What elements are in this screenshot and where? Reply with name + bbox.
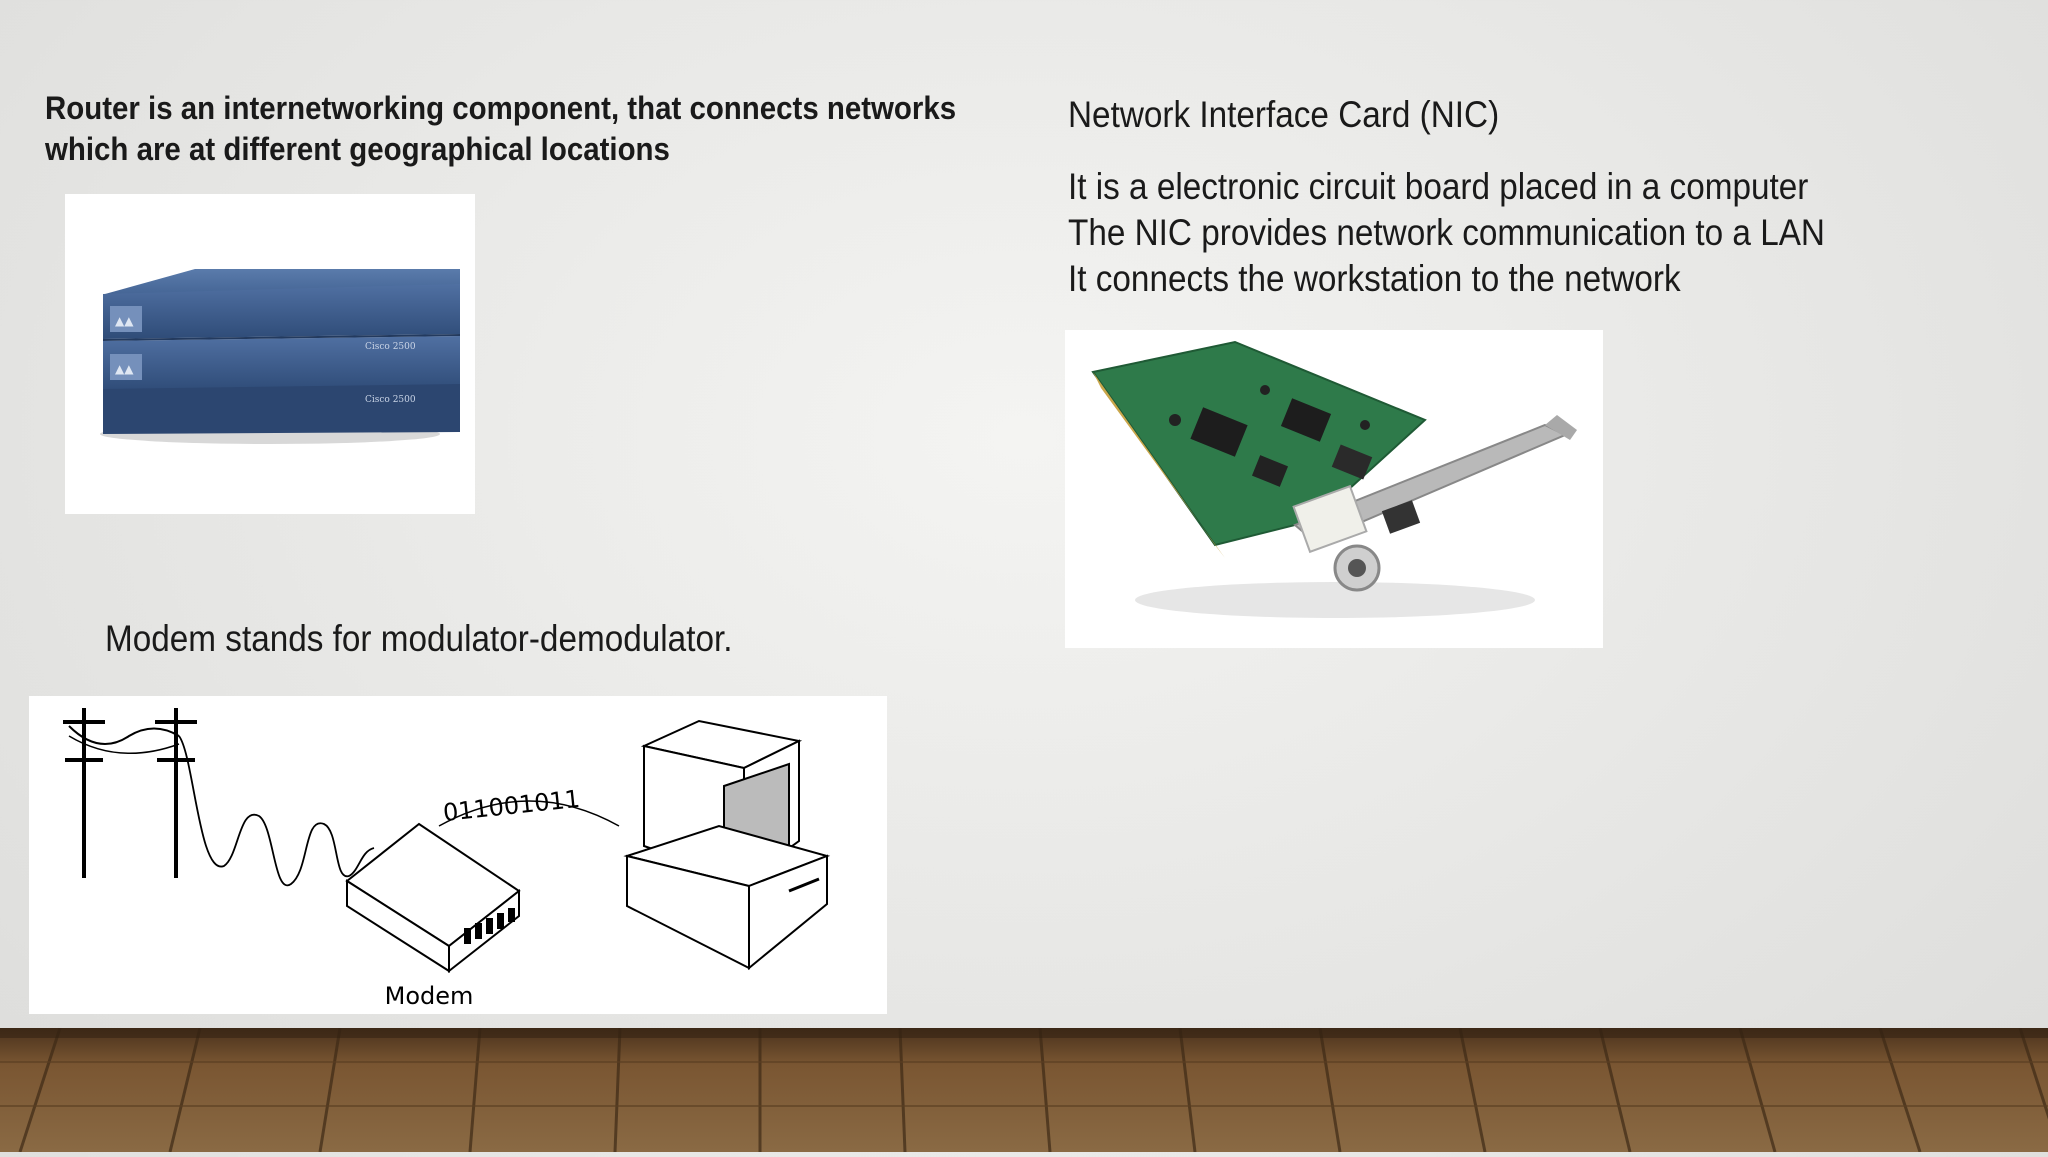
nic-title: Network Interface Card (NIC): [1068, 94, 1500, 135]
svg-text:Cisco 2500: Cisco 2500: [365, 342, 416, 352]
nic-line: It is a electronic circuit board placed …: [1068, 166, 1809, 207]
binary-label: 011001011: [442, 785, 582, 827]
svg-text:▲▲: ▲▲: [115, 362, 134, 376]
nic-line: The NIC provides network communication t…: [1068, 212, 1825, 253]
modem-diagram: Modem 011001011: [29, 696, 887, 1014]
svg-text:▲▲: ▲▲: [115, 314, 134, 328]
svg-text:Cisco 2500: Cisco 2500: [365, 395, 416, 405]
modem-label: Modem: [385, 982, 474, 1010]
router-image: ▲▲ ▲▲ Cisco 2500 Cisco 2500: [65, 194, 475, 514]
nic-description: It is a electronic circuit board placed …: [1068, 164, 1825, 302]
modem-description: Modem stands for modulator-demodulator.: [105, 618, 733, 659]
router-description: Router is an internetworking component, …: [45, 90, 957, 167]
wood-floor: [0, 1027, 2048, 1153]
nic-line: It connects the workstation to the netwo…: [1068, 258, 1681, 299]
nic-image: [1065, 330, 1603, 648]
